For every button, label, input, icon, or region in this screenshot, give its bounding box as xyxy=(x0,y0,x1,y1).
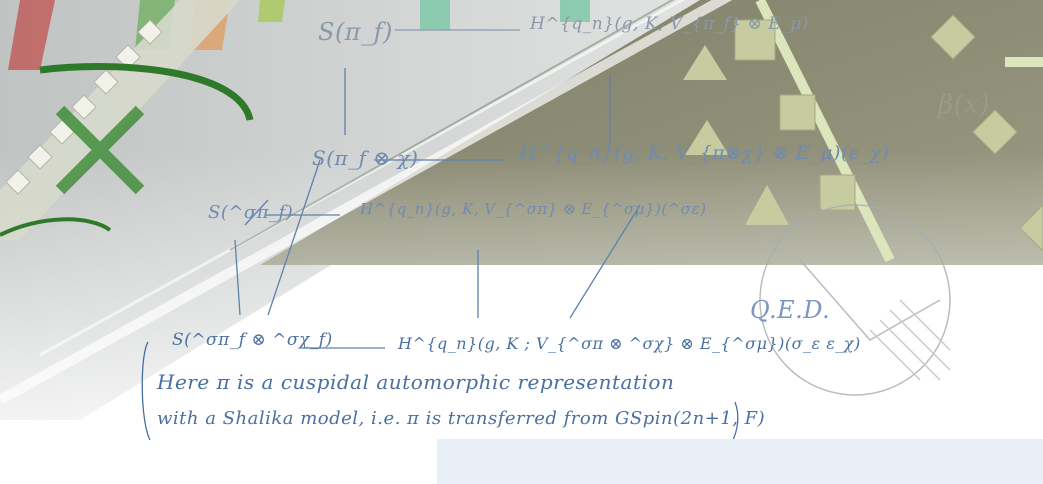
diagonal-streak xyxy=(0,0,740,400)
diagram-mid-left: S(π_f ⊗ χ) xyxy=(312,146,419,170)
note-line-2: with a Shalika model, i.e. π is transfer… xyxy=(157,408,766,429)
note-line-1: Here π is a cuspidal automorphic represe… xyxy=(157,370,675,394)
color-block xyxy=(8,0,55,70)
color-block xyxy=(258,0,285,22)
diagram-lower-left: S(^σπ_f) xyxy=(208,202,294,223)
diagram-top-right: H^{q_n}(g, K, V_{π_f} ⊗ E_μ) xyxy=(530,14,809,34)
green-x xyxy=(55,105,145,195)
diagram-bottom-right: H^{q_n}(g, K ; V_{^σπ ⊗ ^σχ} ⊗ E_{^σμ})(… xyxy=(398,334,861,353)
diamonds xyxy=(734,14,1043,252)
beta-label: β(x) xyxy=(938,90,990,120)
green-arc xyxy=(0,217,112,237)
bottom-panel xyxy=(437,439,1043,484)
diagram-lower-right: H^{q_n}(g, K, V_{^σπ} ⊗ E_{^σμ})(^σε) xyxy=(360,200,707,218)
color-block xyxy=(420,0,450,30)
diagram-bottom-left: S(^σπ_f ⊗ ^σχ_f) xyxy=(172,330,333,350)
color-block xyxy=(560,0,590,22)
pyramid-strip xyxy=(0,0,240,240)
diagonal-streak xyxy=(39,0,686,357)
light-rod xyxy=(755,0,895,263)
qed-mark: Q.E.D. xyxy=(750,296,831,324)
diagram-mid-right: H^{q_n}(g, K, V_{π⊗χ} ⊗ E_μ)(ε_χ) xyxy=(520,142,890,164)
triangles xyxy=(683,45,789,225)
diagram-arrows xyxy=(141,29,739,443)
geometry-figure xyxy=(759,204,951,396)
diagonal-streak xyxy=(229,0,675,251)
green-swirl xyxy=(39,63,254,122)
diagram-top-left: S(π_f) xyxy=(318,18,393,46)
